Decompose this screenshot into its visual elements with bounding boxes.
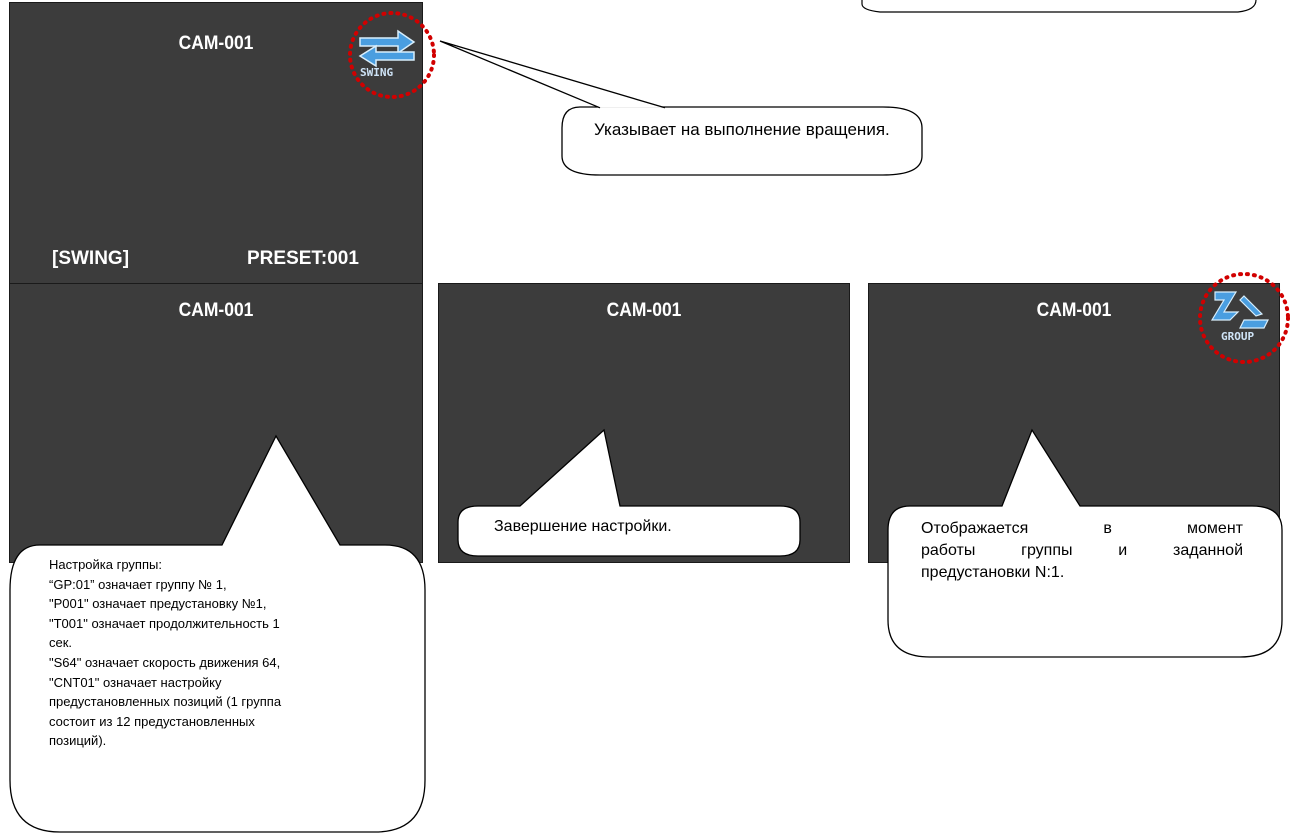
group-run-callout-text: Отображается в момент работы группы и за…	[921, 520, 1243, 581]
group-setup-callout	[9, 434, 426, 833]
camera-title: CAM-001	[606, 300, 682, 321]
group-icon: GROUP	[1205, 285, 1279, 343]
swing-screen: CAM-001 [SWING] PRESET:001	[9, 2, 423, 294]
swing-callout-text: Указывает на выполнение вращения.	[594, 120, 890, 139]
swing-icon: SWING	[355, 24, 419, 79]
group-setup-callout-text: Настройка группы: “GP:01” означает групп…	[49, 557, 282, 749]
swing-highlight-ring	[348, 11, 436, 99]
partial-callout-bubble	[861, 0, 1257, 13]
camera-title: CAM-001	[1036, 300, 1112, 321]
group-icon-label: GROUP	[1221, 330, 1254, 343]
swing-mode-label: [SWING]	[52, 248, 130, 269]
group-highlight-ring	[1198, 272, 1290, 364]
group-run-callout	[887, 428, 1283, 658]
camera-title: CAM-001	[178, 33, 254, 54]
setup-done-callout	[457, 428, 801, 557]
camera-title: CAM-001	[178, 300, 254, 321]
setup-done-callout-text: Завершение настройки.	[494, 518, 672, 535]
group-setup-screen: CAM-001	[9, 283, 423, 563]
swing-icon-label: SWING	[360, 66, 393, 79]
preset-label: PRESET:001	[247, 248, 359, 269]
